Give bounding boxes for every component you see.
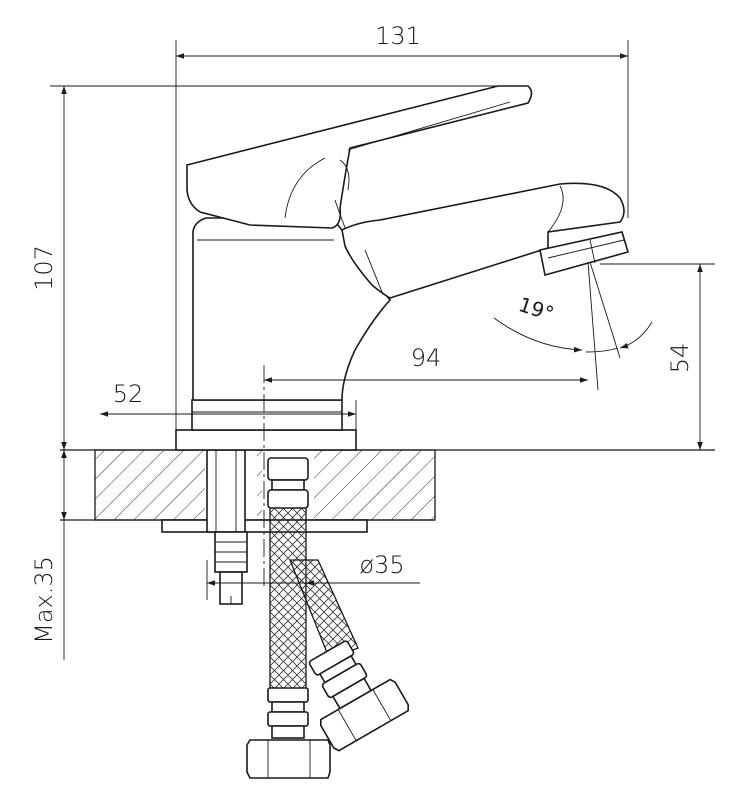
dimension-base-width: 52 bbox=[100, 380, 357, 430]
water-hose-left bbox=[246, 457, 331, 779]
dim-52-label: 52 bbox=[113, 380, 144, 408]
dimension-spout-reach: 94 bbox=[264, 344, 588, 383]
dim-angle-label: 19° bbox=[516, 292, 557, 326]
dim-max35-label: Max.35 bbox=[30, 556, 58, 644]
dim-54-label: 54 bbox=[666, 343, 694, 374]
dimension-overall-length: 131 bbox=[175, 22, 629, 430]
dim-diameter-label: ø35 bbox=[359, 551, 404, 579]
threaded-stud bbox=[206, 449, 248, 605]
dimension-hole-diameter: ø35 bbox=[206, 551, 420, 600]
dimension-spout-angle: 19° bbox=[493, 292, 653, 353]
countertop-section bbox=[60, 449, 715, 521]
faucet-body bbox=[175, 85, 630, 451]
center-lines bbox=[263, 261, 621, 590]
dimension-spout-height: 54 bbox=[600, 263, 715, 450]
dimension-max-thickness: Max.35 bbox=[30, 450, 67, 660]
dimension-overall-height: 107 bbox=[30, 85, 498, 450]
mounting-plate bbox=[161, 519, 368, 533]
dim-131-label: 131 bbox=[375, 22, 421, 50]
dim-94-label: 94 bbox=[411, 344, 442, 372]
dim-107-label: 107 bbox=[30, 245, 58, 291]
